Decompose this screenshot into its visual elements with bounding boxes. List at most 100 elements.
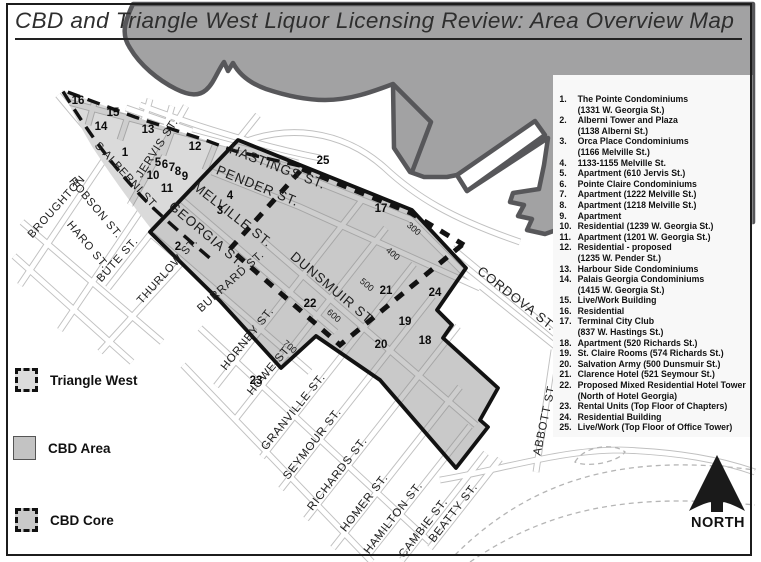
list-item-number: 24. — [559, 411, 572, 423]
list-item-number: 25. — [559, 422, 572, 434]
site-number: 6 — [162, 159, 168, 171]
site-number: 24 — [429, 287, 442, 299]
list-item-text: Rental Units (Top Floor of Chapters) — [577, 401, 728, 413]
site-number: 2 — [175, 241, 181, 253]
page-title: CBD and Triangle West Liquor Licensing R… — [15, 8, 742, 40]
list-item-text: Salvation Army (500 Dunsmuir St.) — [577, 358, 721, 370]
site-number: 1 — [122, 147, 129, 159]
site-number: 5 — [155, 157, 162, 169]
triangle-west-swatch — [15, 368, 38, 392]
list-item-text: The Pointe Condominiums (1331 W. Georgia… — [577, 94, 689, 116]
list-item-text: Terminal City Club (837 W. Hastings St.) — [577, 316, 664, 339]
list-item: 25. Live/Work (Top Floor of Office Tower) — [559, 423, 750, 434]
site-number: 22 — [304, 298, 317, 310]
site-number: 15 — [107, 107, 120, 119]
site-number: 16 — [72, 95, 85, 107]
list-item: 6.Pointe Claire Condominiums — [559, 178, 750, 191]
list-item-number: 6. — [559, 178, 567, 190]
list-item-text: Apartment (1201 W. Georgia St.) — [577, 231, 711, 243]
list-item: 10. Residential (1239 W. Georgia St.) — [559, 222, 750, 233]
list-item-text: Live/Work (Top Floor of Office Tower) — [577, 422, 733, 434]
site-number: 20 — [375, 339, 388, 351]
list-item-text: Alberni Tower and Plaza (1138 Alberni St… — [577, 115, 678, 137]
list-item-text: Residential (1239 W. Georgia St.) — [577, 221, 714, 233]
list-item: 23.Rental Units (Top Floor of Chapters) — [559, 402, 750, 413]
site-number: 4 — [227, 190, 234, 202]
list-item-number: 22. — [559, 380, 572, 392]
triangle-west-area — [62, 90, 235, 230]
site-number: 17 — [375, 203, 388, 215]
list-item-number: 11. — [559, 231, 572, 243]
legend-item-cbd-area: CBD Area — [13, 436, 111, 460]
list-item-text: Apartment — [577, 210, 622, 222]
list-item: 19.St. Claire Rooms (574 Richards St.) — [559, 349, 750, 360]
site-number: 12 — [189, 141, 202, 153]
list-item-text: Palais Georgia Condominiums (1415 W. Geo… — [577, 274, 705, 296]
minor-roads — [454, 446, 756, 562]
list-item-text: Harbour Side Condominiums — [577, 263, 699, 275]
list-item-number: 16. — [559, 305, 572, 317]
cbd-core-swatch — [15, 508, 38, 532]
site-number: 18 — [419, 335, 432, 347]
cbd-core-boundary — [228, 166, 466, 349]
cbd-area-swatch — [13, 436, 36, 460]
list-item-text: Residential - proposed (1235 W. Pender S… — [577, 242, 672, 264]
north-arrow-icon — [689, 455, 745, 512]
list-item-number: 14. — [559, 274, 572, 286]
list-item: 8.Apartment (1218 Melville St.) — [559, 199, 750, 212]
list-item-number: 4. — [559, 157, 567, 169]
list-item: 1. The Pointe Condominiums (1331 W. Georg… — [559, 94, 750, 116]
list-item-text: Apartment (610 Jervis St.) — [577, 168, 686, 180]
list-item-number: 15. — [559, 295, 572, 307]
canada-place-pier — [454, 118, 548, 194]
list-item-text: St. Claire Rooms (574 Richards St.) — [577, 348, 724, 360]
site-number: 19 — [399, 316, 412, 328]
location-list: 1. The Pointe Condominiums (1331 W. Georg… — [553, 75, 753, 437]
list-item: 18.Apartment (520 Richards St.) — [559, 338, 750, 350]
site-number: 3 — [217, 205, 223, 217]
list-item-number: 20. — [559, 358, 572, 370]
list-item: 2. Alberni Tower and Plaza (1138 Alberni … — [559, 115, 750, 137]
list-item: 7. Apartment (1222 Melville St.) — [559, 190, 750, 201]
list-item: 15.Live/Work Building — [559, 296, 750, 307]
cbd-area-boundary — [148, 138, 500, 470]
triangle-west-boundary — [57, 86, 301, 262]
list-item-text: Proposed Mixed Residential Hotel Tower (… — [577, 380, 746, 402]
list-item-number: 5. — [559, 168, 567, 180]
list-item-number: 1. — [559, 94, 567, 105]
list-item-text: Orca Place Condominiums (1166 Melville S… — [577, 136, 689, 158]
legend-label: CBD Area — [48, 440, 111, 456]
list-item-number: 12. — [559, 242, 572, 254]
list-item: 5. Apartment (610 Jervis St.) — [559, 169, 750, 180]
list-item-number: 7. — [559, 189, 567, 201]
list-item-text: 1133-1155 Melville St. — [577, 157, 666, 169]
list-item-text: Apartment (1222 Melville St.) — [577, 189, 697, 201]
list-item: 22. Proposed Mixed Residential Hotel Towe… — [559, 380, 750, 402]
list-item: 3. Orca Place Condominiums (1166 Melville… — [559, 137, 750, 158]
site-number: 14 — [95, 121, 108, 133]
list-item: 17.Terminal City Club (837 W. Hastings S… — [559, 317, 750, 338]
site-number: 13 — [142, 124, 155, 136]
list-item: 21.Clarence Hotel (521 Seymour St.) — [559, 370, 750, 381]
list-item-number: 2. — [559, 115, 567, 127]
north-label: NORTH — [690, 515, 746, 531]
list-item: 12. Residential - proposed (1235 W. Pende… — [559, 242, 750, 264]
site-number: 11 — [161, 183, 174, 195]
legend-label: CBD Core — [50, 512, 114, 528]
site-number: 10 — [147, 170, 160, 182]
list-item: 4. 1133-1155 Melville St. — [559, 157, 750, 170]
site-number: 23 — [250, 375, 263, 387]
site-number: 25 — [317, 155, 330, 167]
list-item: 14. Palais Georgia Condominiums (1415 W. … — [559, 274, 750, 296]
list-item-text: Apartment (1218 Melville St.) — [577, 199, 697, 211]
list-item-number: 3. — [559, 136, 567, 148]
list-item-number: 13. — [559, 263, 572, 275]
list-item-number: 10. — [559, 221, 572, 233]
list-item-text: Residential — [577, 305, 625, 317]
list-item: 24.Residential Building — [559, 411, 750, 424]
legend-item-triangle-west: Triangle West — [15, 368, 138, 392]
list-item-number: 9. — [559, 210, 567, 222]
legend-label: Triangle West — [50, 372, 138, 388]
list-item: 9. Apartment — [559, 210, 750, 223]
